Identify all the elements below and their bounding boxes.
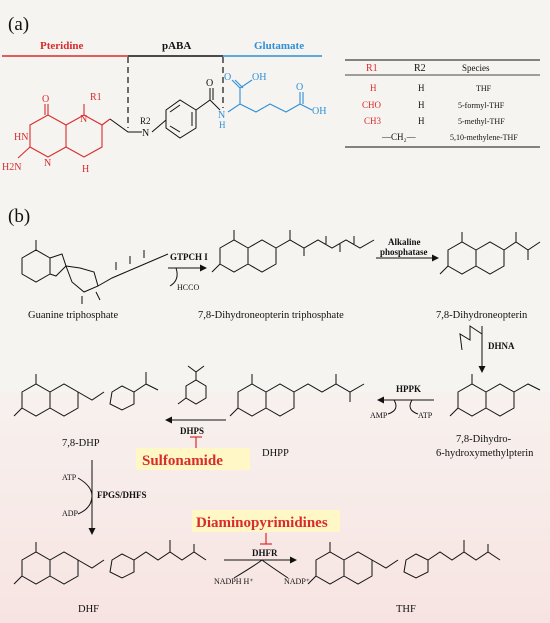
pt-r1: R1 [90,92,102,103]
gl-oh1: OH [252,72,266,83]
name-dhnp: 7,8-Dihydroneopterin [436,310,528,321]
pb-r2: R2 [140,116,151,126]
name-hmdhp-2: 6-hydroxymethylpterin [436,448,534,459]
table-cell: H [418,100,425,110]
enzyme-hppk: HPPK [396,384,421,394]
table-cell: THF [476,84,492,93]
enzyme-dhfr: DHFR [252,548,278,558]
table-header-species: Species [462,63,490,73]
gl-o2: O [296,82,303,93]
cofactor-nadp: NADP⁺ [284,577,310,586]
name-dhp: 7,8-DHP [62,438,100,449]
section-glutamate: Glutamate [254,40,304,52]
table-cell: CH3 [364,116,382,126]
structure-dhp [13,372,159,417]
table-cell: —CH₂— [381,132,417,142]
panel-a-label: (a) [8,14,29,35]
gl-h: H [219,120,226,130]
table-cell: 5-methyl-THF [458,117,505,126]
table-cell: 5-formyl-THF [458,101,505,110]
enzyme-dhna: DHNA [488,341,515,351]
pt-o: O [42,94,49,105]
name-gtp: Guanine triphosphate [28,310,118,321]
cofactor-atp-hppk: ATP [418,411,433,420]
diaminopyrimidines-box [192,510,340,532]
pb-o: O [206,78,213,89]
enzyme-alp-2: phosphatase [380,247,428,257]
gl-oh2: OH [312,106,326,117]
name-hmdhp-1: 7,8-Dihydro- [456,434,512,445]
glycolaldehyde-side [459,325,483,351]
arrow-gtpch-side [169,267,178,287]
structure-hmdhp [449,374,541,417]
name-dhpp: DHPP [262,448,289,459]
table-cell: H [418,83,425,93]
cofactor-atp-fpgs: ATP [62,473,77,482]
inhibitor-diaminopyrimidines: Diaminopyrimidines [196,515,328,531]
enzyme-dhps: DHPS [180,426,204,436]
panel-b-label: (b) [8,206,30,227]
structure-gtp [21,240,169,304]
table-cell: CHO [362,100,382,110]
name-dhf: DHF [78,604,99,615]
pt-nr1: N [80,114,87,125]
table-header-r2: R2 [414,63,426,74]
pt-n: N [44,158,51,169]
paba-structure: N R2 O [109,78,221,139]
enzyme-gtpch: GTPCH I [170,252,208,262]
structure-dhpp [229,374,365,417]
pb-n: N [142,128,149,139]
arrow-fpgs-side [77,477,93,515]
enzyme-alp-1: Alkaline [388,237,421,247]
arrow-dhfr-side [233,559,289,579]
cofactor-nadph: NADPH H⁺ [214,577,254,586]
table-cell: H [418,116,425,126]
pt-hn: HN [14,132,28,143]
structure-paba-substrate [177,365,207,405]
structure-dhnp-tp [211,230,375,273]
pt-h: H [82,164,89,175]
structure-dhnp [439,232,541,275]
species-table: R1 R2 Species H H THF CHO H 5-formyl-THF… [345,59,540,148]
glutamate-structure: N H O OH O OH [218,72,326,130]
cofactor-adp: ADP [62,509,79,518]
table-header-r1: R1 [366,63,378,74]
pt-h2n: H2N [2,162,21,173]
inhibitor-sulfonamide: Sulfonamide [142,453,223,469]
arrow-hppk-side [387,399,419,415]
table-cell: H [370,83,377,93]
pteridine-structure: O HN H2N N N R1 H [2,92,111,175]
enzyme-fpgs: FPGS/DHFS [97,490,147,500]
name-thf: THF [396,604,416,615]
gl-n: N [218,110,225,121]
cofactor-hcco: HCCO [177,283,199,292]
cofactor-amp: AMP [370,411,388,420]
table-cell: 5,10-methylene-THF [450,133,518,142]
section-paba: pABA [162,40,191,52]
sulfonamide-box [136,448,250,470]
section-pteridine: Pteridine [40,40,83,52]
structure-thf [307,540,501,585]
gl-o1: O [224,72,231,83]
structure-dhf [13,540,207,585]
name-dhnp-tp: 7,8-Dihydroneopterin triphosphate [198,310,344,321]
